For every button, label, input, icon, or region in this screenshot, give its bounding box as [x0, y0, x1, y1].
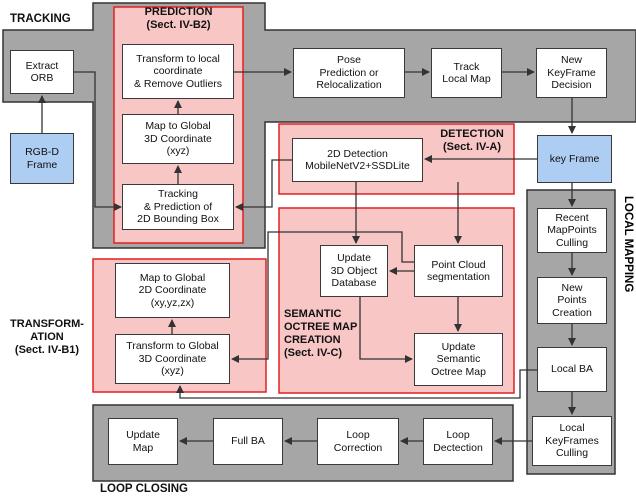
semantic-region	[278, 207, 515, 394]
loop-correction-node: Loop Correction	[317, 418, 399, 465]
full-ba-node: Full BA	[213, 418, 283, 465]
transformation-label: TRANSFORM- ATION (Sect. IV-B1)	[10, 318, 84, 356]
new-keyframe-node: New KeyFrame Decision	[536, 48, 607, 98]
local-kf-culling-node: Local KeyFrames Culling	[532, 416, 612, 466]
prediction-label: PREDICTION (Sect. IV-B2)	[144, 6, 213, 31]
recent-mappoints-node: Recent MapPoints Culling	[537, 208, 607, 253]
new-points-node: New Points Creation	[537, 277, 607, 324]
semantic-label: SEMANTIC OCTREE MAP CREATION (Sect. IV-C…	[284, 308, 358, 359]
pose-prediction-node: Pose Prediction or Relocalization	[293, 48, 405, 98]
track-local-map-node: Track Local Map	[431, 48, 502, 98]
extract-orb-node: Extract ORB	[10, 50, 74, 94]
update-3d-db-node: Update 3D Object Database	[320, 245, 388, 297]
transform-local-node: Transform to local coordinate & Remove O…	[122, 44, 234, 99]
arrow-orb-tracking	[74, 71, 122, 211]
update-map-node: Update Map	[108, 418, 178, 465]
map-global-2d-node: Map to Global 2D Coordinate (xy,yz,zx)	[115, 263, 230, 318]
tracking-prediction-node: Tracking & Prediction of 2D Bounding Box	[122, 184, 234, 230]
rgbd-frame-node: RGB-D Frame	[10, 133, 74, 184]
detection-2d-node: 2D Detection MobileNetV2+SSDLite	[292, 138, 423, 182]
arrow-localba-transform	[176, 369, 537, 399]
arrow-detection-tracking	[235, 159, 292, 211]
loop-closing-label: LOOP CLOSING	[100, 483, 188, 495]
detection-label: DETECTION (Sect. IV-A)	[440, 128, 504, 153]
key-frame-node: key Frame	[537, 135, 612, 183]
loop-detection-node: Loop Dectection	[423, 418, 493, 465]
map-global-xyz-node: Map to Global 3D Coordinate (xyz)	[122, 114, 234, 164]
tracking-label: TRACKING	[10, 13, 71, 25]
local-ba-node: Local BA	[537, 347, 607, 392]
update-octree-node: Update Semantic Octree Map	[414, 333, 503, 386]
arrow-db-octree	[359, 297, 413, 363]
transform-global-node: Transform to Global 3D Coordinate (xyz)	[115, 334, 230, 384]
point-cloud-seg-node: Point Cloud segmentation	[414, 245, 503, 297]
arrow-pcs-transform	[231, 231, 414, 363]
